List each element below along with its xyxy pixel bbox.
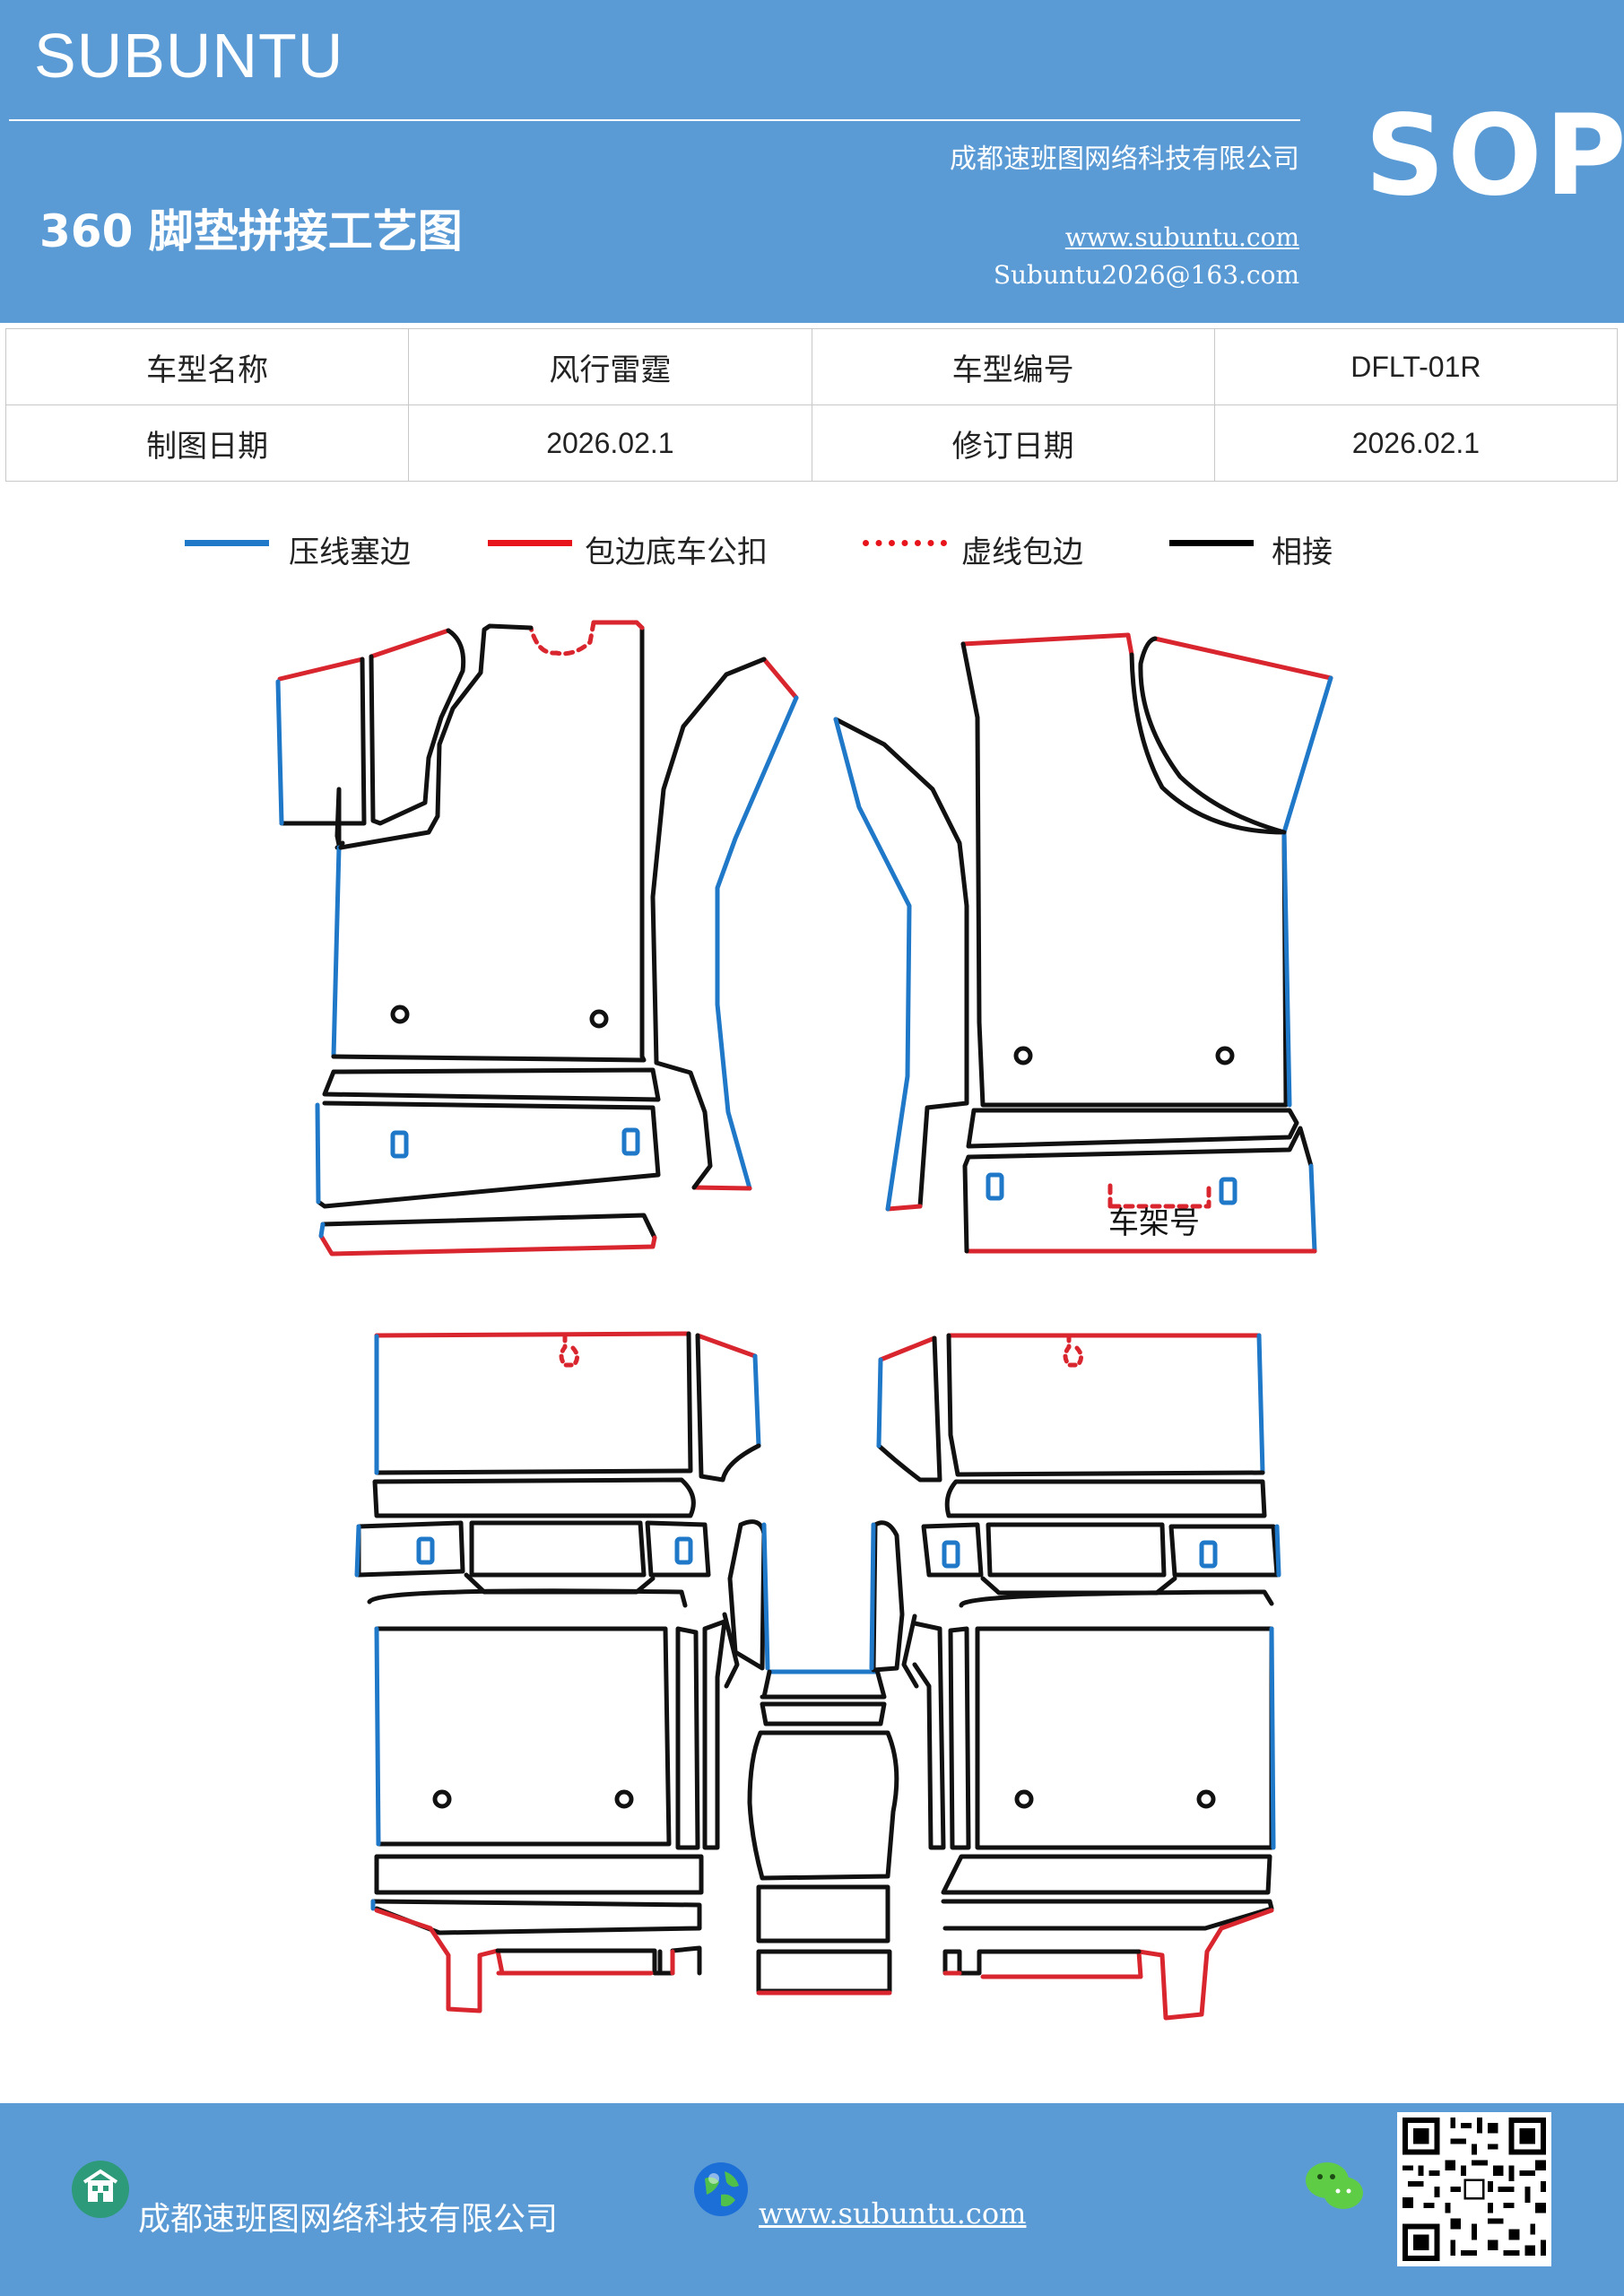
draw-date-value: 2026.02.1 xyxy=(408,404,812,482)
piece-driver-main xyxy=(331,620,647,1063)
piece-rear-right-bottom xyxy=(941,1854,1274,2021)
company-name: 成都速班图网络科技有限公司 xyxy=(950,144,1299,175)
piece-passenger-right-flap xyxy=(1138,636,1333,835)
piece-center-tunnel xyxy=(747,1667,899,1996)
model-code-value: DFLT-01R xyxy=(1213,328,1619,405)
piece-rear-right-main xyxy=(901,1613,1276,1850)
model-name-label: 车型名称 xyxy=(4,328,410,405)
piece-passenger-side-strip xyxy=(833,717,969,1212)
email-address: Subuntu2026@163.com xyxy=(993,260,1299,290)
legend-label: 包边底车公扣 xyxy=(585,535,768,570)
legend-swatch-black xyxy=(1169,540,1254,546)
draw-date-label: 制图日期 xyxy=(4,404,410,482)
globe-icon xyxy=(694,2162,748,2216)
frame-number-label: 车架号 xyxy=(1108,1205,1200,1241)
piece-driver-left-flap xyxy=(275,657,367,826)
website-link[interactable]: www.subuntu.com xyxy=(1064,222,1299,252)
piece-driver-heel-b xyxy=(315,1100,661,1209)
line-legend: 压线塞边 包边底车公扣 虚线包边 相接 xyxy=(0,520,1624,574)
legend-label: 虚线包边 xyxy=(961,535,1083,570)
legend-label: 相接 xyxy=(1272,535,1333,570)
header-divider xyxy=(9,119,1300,121)
table-row: 制图日期 2026.02.1 修订日期 2026.02.1 xyxy=(4,404,1619,482)
floor-mat-diagram xyxy=(275,620,1333,2021)
piece-rear-left-strip xyxy=(354,1520,711,1595)
footer-banner: 成都速班图网络科技有限公司 www.subuntu.com xyxy=(0,2103,1624,2296)
page-title: 360 脚垫拼接工艺图 xyxy=(39,205,463,257)
piece-rear-right-strip xyxy=(921,1522,1281,1596)
piece-rear-left-bottom xyxy=(370,1854,704,2013)
legend-label: 压线塞边 xyxy=(289,535,411,570)
legend-swatch-blue xyxy=(185,540,269,546)
piece-rear-left-main xyxy=(374,1612,740,1850)
brand-logo-text: SUBUNTU xyxy=(34,21,344,91)
header-banner: SUBUNTU 成都速班图网络科技有限公司 SOP 360 脚垫拼接工艺图 ww… xyxy=(0,0,1624,323)
legend-swatch-red-dotted xyxy=(863,540,947,546)
piece-passenger-heel-a xyxy=(966,1108,1299,1149)
piece-rear-left-top-corner xyxy=(695,1333,761,1483)
piece-driver-heel-a xyxy=(322,1067,661,1102)
piece-driver-left-strip xyxy=(369,628,466,826)
piece-passenger-heel-b xyxy=(962,1126,1317,1254)
piece-rear-right-top-corner xyxy=(876,1335,942,1483)
piece-rear-left-top xyxy=(374,1331,693,1475)
model-code-label: 车型编号 xyxy=(811,328,1215,405)
building-icon xyxy=(72,2161,129,2218)
revise-date-label: 修订日期 xyxy=(811,404,1215,482)
piece-driver-side-strip xyxy=(650,657,799,1191)
sop-label: SOP xyxy=(1365,91,1624,221)
piece-passenger-main xyxy=(960,632,1292,1108)
table-row: 车型名称 风行雷霆 车型编号 DFLT-01R xyxy=(4,328,1619,405)
piece-rear-right-top xyxy=(946,1333,1265,1477)
model-name-value: 风行雷霆 xyxy=(408,328,812,405)
qr-code-icon[interactable] xyxy=(1397,2112,1551,2266)
legend-swatch-red xyxy=(488,540,572,546)
revise-date-value: 2026.02.1 xyxy=(1213,404,1619,482)
vehicle-info-table: 车型名称 风行雷霆 车型编号 DFLT-01R 制图日期 2026.02.1 修… xyxy=(4,328,1619,482)
footer-company-name: 成都速班图网络科技有限公司 xyxy=(138,2201,559,2238)
wechat-icon[interactable] xyxy=(1304,2159,1365,2213)
piece-driver-bottom xyxy=(318,1213,657,1257)
footer-website-link[interactable]: www.subuntu.com xyxy=(759,2196,1027,2231)
